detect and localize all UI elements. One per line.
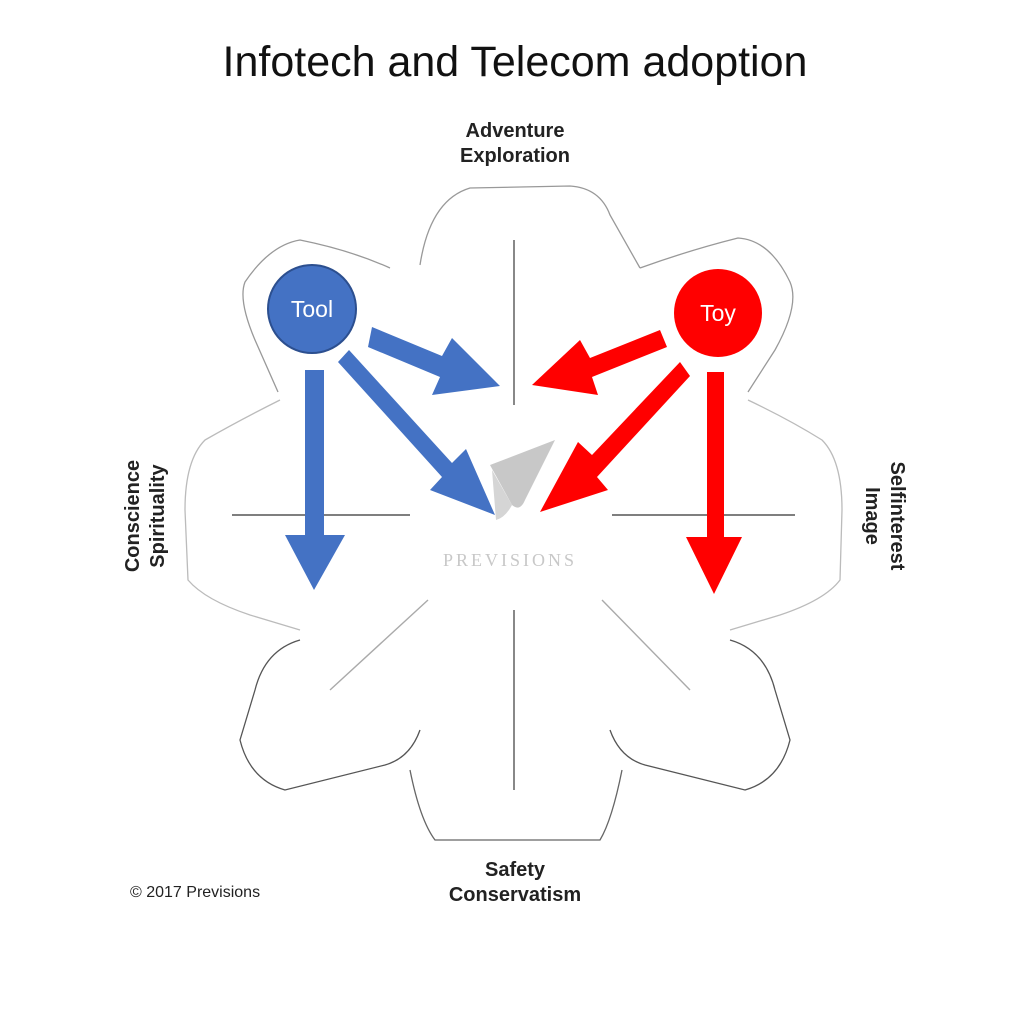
- arrow-toy-to-center: [540, 362, 690, 512]
- petal-right: [729, 399, 843, 631]
- axis-label-bottom: Safety Conservatism: [415, 858, 615, 908]
- tool-label: Tool: [291, 296, 333, 322]
- axis-right-line1: Selfinterest: [886, 461, 908, 571]
- logo-shape-lower-icon: [492, 470, 512, 520]
- arrow-tool-down: [285, 370, 345, 590]
- logo-watermark: PREVISIONS: [443, 550, 577, 570]
- axis-bottom-line1: Safety: [484, 859, 546, 881]
- divider-diag-br: [601, 599, 691, 691]
- axis-left-line2: Spirituality: [147, 464, 169, 568]
- petal-top-left: [242, 239, 391, 393]
- divider-diag-bl: [329, 599, 429, 691]
- copyright-notice: © 2017 Previsions: [130, 884, 261, 901]
- petal-bottom: [409, 769, 623, 841]
- previsions-logo: PREVISIONS: [443, 440, 577, 570]
- petal-bottom-right: [609, 639, 791, 791]
- petal-top-right: [639, 237, 794, 393]
- toy-node: Toy: [674, 269, 762, 357]
- arrow-tool-to-center-top: [368, 327, 500, 395]
- petal-top: [419, 185, 641, 269]
- arrow-toy-down: [686, 372, 742, 594]
- tool-node: Tool: [267, 264, 357, 354]
- axis-top-line2: Exploration: [459, 145, 570, 167]
- axis-bottom-line2: Conservatism: [448, 884, 582, 906]
- tool-arrows: [285, 327, 500, 590]
- axis-label-top: Adventure Exploration: [415, 119, 615, 169]
- logo-shape-icon: [490, 440, 555, 508]
- arrow-tool-to-center: [338, 350, 495, 515]
- tool-circle: [267, 264, 357, 354]
- toy-circle: [674, 269, 762, 357]
- petal-bottom-left: [239, 639, 421, 791]
- diagram-title: Infotech and Telecom adoption: [222, 38, 808, 86]
- axis-right-line2: Image: [861, 487, 883, 545]
- toy-arrows: [532, 330, 742, 594]
- axis-left-line1: Conscience: [122, 459, 144, 573]
- flower-outline: [184, 185, 843, 841]
- petal-left: [184, 399, 301, 631]
- arrow-toy-to-center-top: [532, 330, 667, 395]
- axis-top-line1: Adventure: [465, 120, 565, 142]
- toy-label: Toy: [700, 300, 736, 326]
